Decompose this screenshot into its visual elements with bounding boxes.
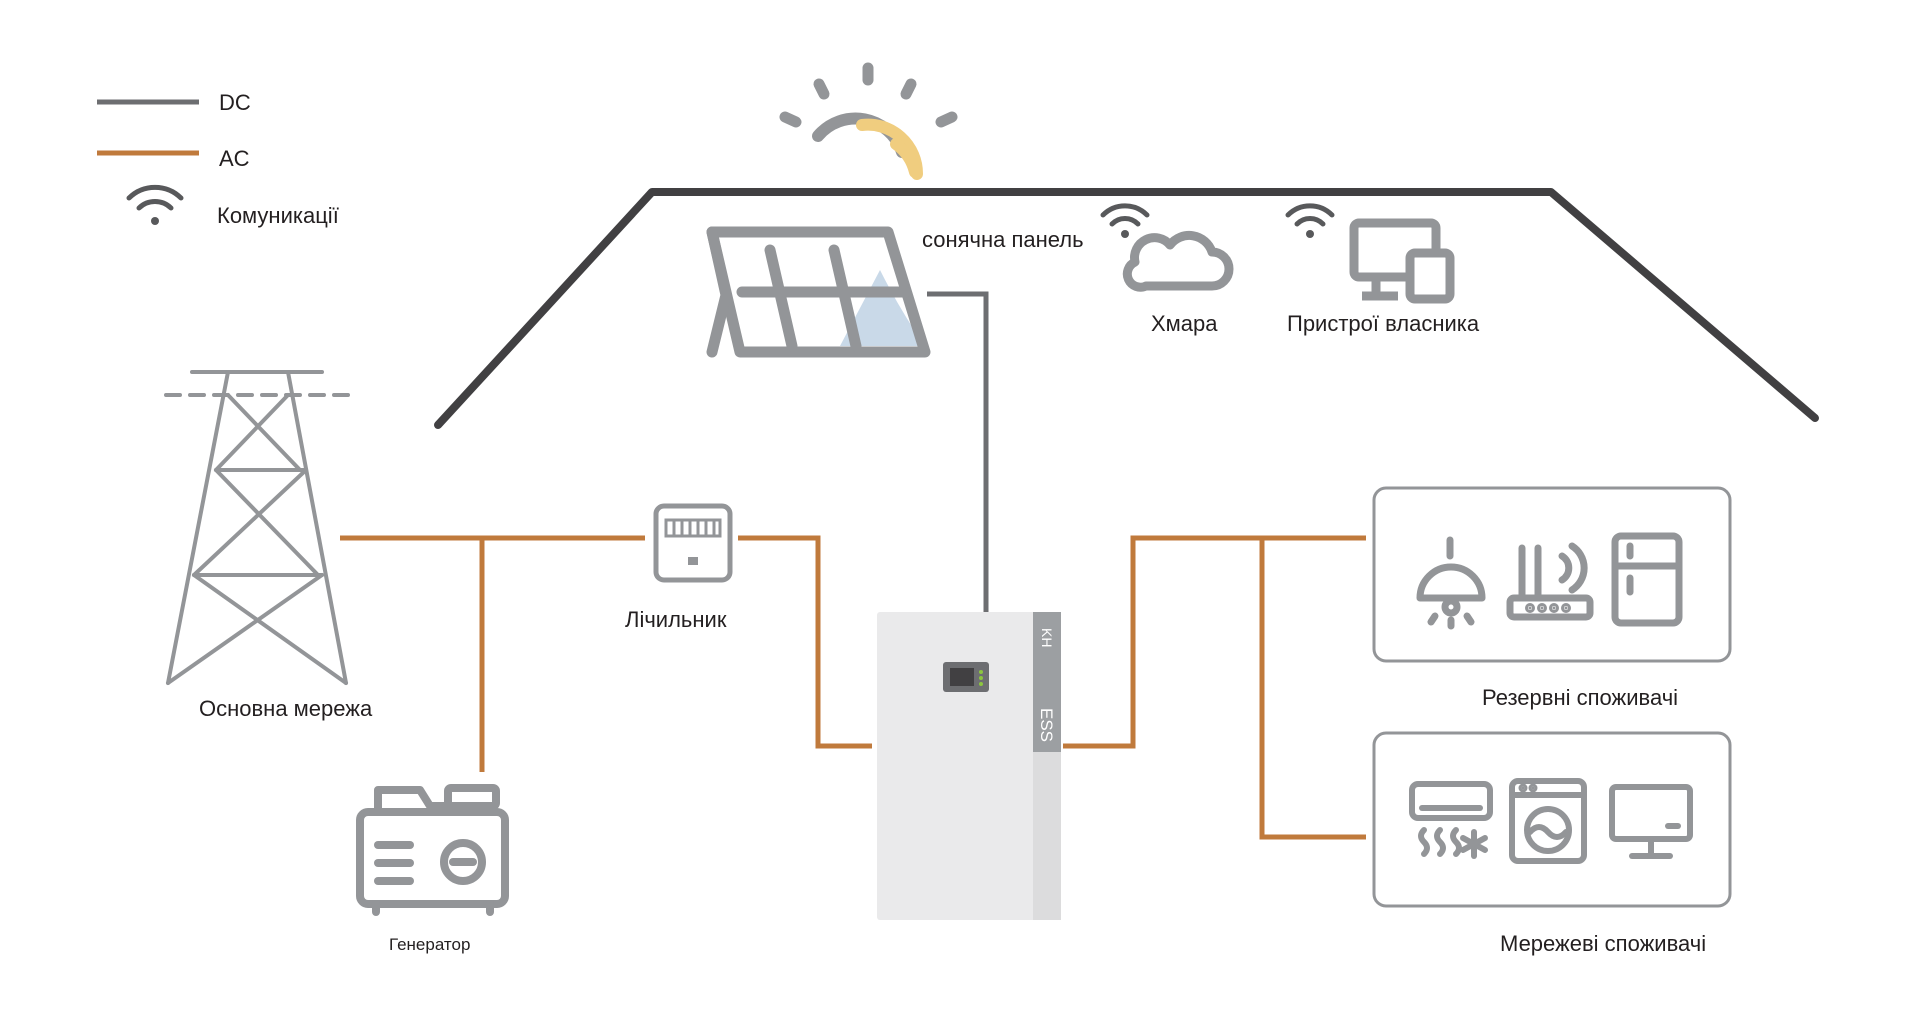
backup-loads-label: Резервні споживачі (1482, 685, 1678, 710)
wifi-icon (126, 184, 184, 225)
air-conditioner-icon (1409, 781, 1493, 859)
devices-icon (1349, 218, 1455, 304)
meter-icon (653, 503, 733, 583)
grid-loads-label: Мережеві споживачі (1500, 931, 1706, 956)
cloud-label: Хмара (1151, 311, 1218, 336)
generator-label: Генератор (389, 935, 470, 954)
devices-wifi-icon (1285, 203, 1335, 238)
washing-machine-icon (1509, 778, 1587, 864)
generator-icon (356, 784, 509, 916)
roof-line (434, 188, 1819, 429)
sun-icon (779, 62, 958, 180)
router-icon (1506, 542, 1594, 621)
legend-ac-label: AC (219, 146, 250, 171)
lamp-icon (1416, 536, 1486, 630)
grid-label: Основна мережа (199, 696, 373, 721)
ac-lines (340, 535, 1366, 840)
ess-brand-mark: KH (1039, 628, 1055, 647)
transmission-tower-icon (164, 370, 354, 685)
ess-unit (877, 612, 1061, 920)
grid-loads-box (1372, 731, 1732, 908)
ess-model-label: ESS (1037, 708, 1056, 742)
cloud-wifi-icon (1100, 203, 1150, 238)
owner-devices-label: Пристрої власника (1287, 311, 1480, 336)
fridge-icon (1611, 532, 1683, 627)
dc-line-solar (927, 291, 989, 612)
legend (97, 99, 199, 225)
legend-comm-label: Комуникації (217, 203, 339, 228)
tv-icon (1609, 784, 1693, 859)
solar-panel-icon (706, 226, 931, 358)
backup-loads-box (1372, 486, 1732, 663)
legend-dc-label: DC (219, 90, 251, 115)
solar-panel-label: сонячна панель (922, 227, 1084, 252)
cloud-icon (1122, 231, 1234, 292)
meter-label: Лічильник (625, 607, 727, 632)
